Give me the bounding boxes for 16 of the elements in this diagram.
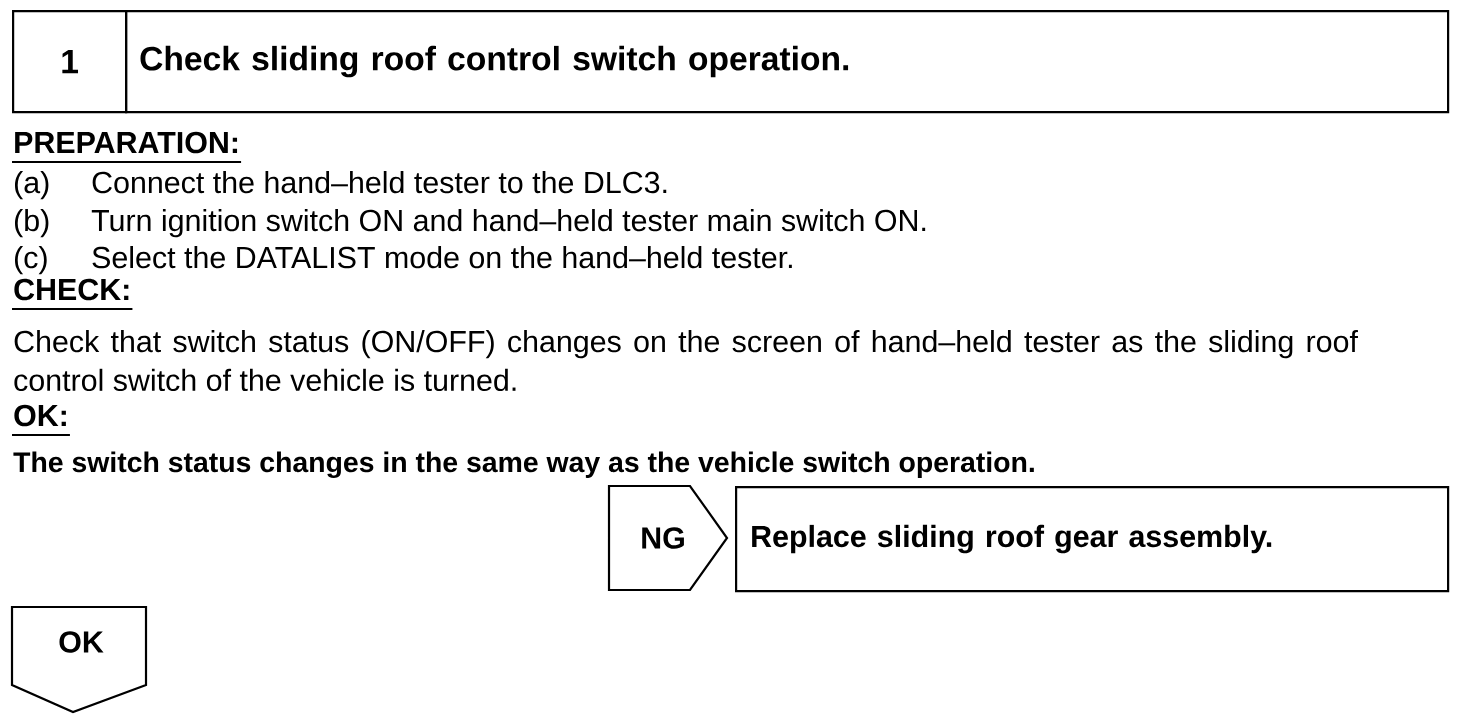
step-title-cell: Check sliding roof control switch operation. (125, 10, 1450, 114)
criterion-text: The switch status changes in the same way as the vehicle switch operation. (13, 451, 1034, 478)
list-marker: (a) (15, 171, 49, 200)
down-arrow-tab: OK (10, 605, 148, 714)
right-arrow-tab: NG (607, 484, 729, 592)
step-number-cell: 1 (12, 10, 128, 114)
section-heading: CHECK: (11, 278, 134, 310)
list-marker: (b) (15, 209, 49, 238)
action-box: Replace sliding roof gear assembly. (735, 486, 1450, 593)
list-marker: (c) (15, 246, 47, 275)
instruction-text: Turn ignition switch ON and hand–held tester main switch ON. (91, 209, 926, 238)
section-heading: OK: (11, 404, 71, 436)
instruction-text: Select the DATALIST mode on the hand–held tester. (92, 246, 792, 269)
check-description: Check that switch status (ON/OFF) changes on the screen of hand–held tester as the sliding roof control switch of the vehicle is turned. (14, 330, 1358, 392)
instruction-text: Connect the hand–held tester to the DLC3. (92, 171, 667, 194)
section-heading: PREPARATION: (11, 131, 242, 163)
